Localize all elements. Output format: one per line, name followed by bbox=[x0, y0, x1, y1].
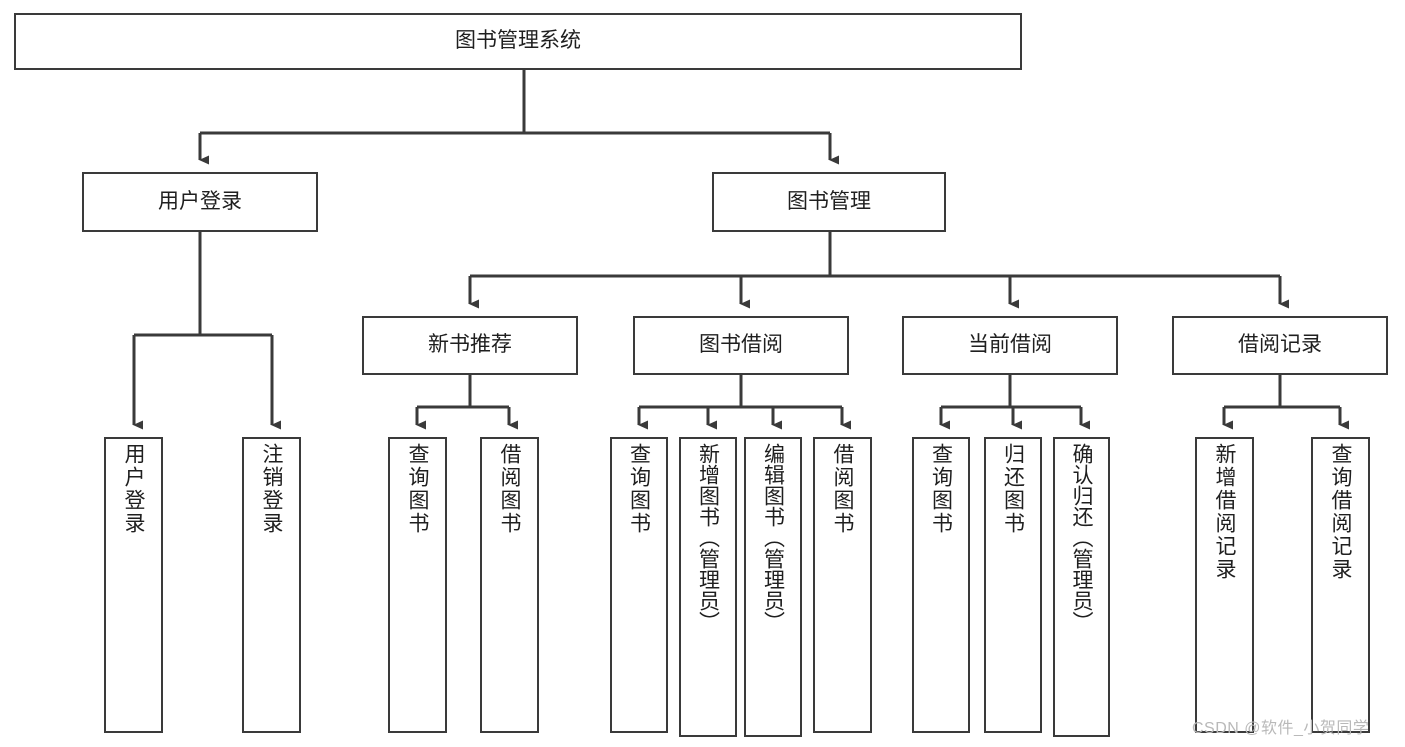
edge-root-to-level2 bbox=[198, 70, 839, 165]
node-label: 编辑图书（管理员） bbox=[761, 443, 785, 632]
node-label: 用户登录 bbox=[158, 189, 242, 213]
edge-newbookrec-to-leaves bbox=[415, 375, 518, 430]
node-label: 借阅图书 bbox=[831, 443, 854, 535]
node-leaf-borrow-book-2[interactable]: 借阅图书 bbox=[813, 437, 872, 733]
node-leaf-return-book[interactable]: 归还图书 bbox=[984, 437, 1042, 733]
edge-bookmanage-to-level3 bbox=[468, 232, 1289, 309]
node-label: 新增图书（管理员） bbox=[696, 443, 720, 632]
node-label: 用户登录 bbox=[122, 443, 145, 535]
node-label: 查询图书 bbox=[627, 443, 651, 535]
node-label: 新增借阅记录 bbox=[1213, 443, 1236, 581]
node-leaf-user-logout[interactable]: 注销登录 bbox=[242, 437, 301, 733]
node-label: 图书借阅 bbox=[699, 333, 783, 357]
node-label: 图书管理系统 bbox=[455, 29, 581, 53]
node-leaf-add-borrow-record[interactable]: 新增借阅记录 bbox=[1195, 437, 1254, 733]
node-leaf-borrow-book-1[interactable]: 借阅图书 bbox=[480, 437, 539, 733]
node-leaf-query-book-3[interactable]: 查询图书 bbox=[912, 437, 970, 733]
node-leaf-add-book-admin[interactable]: 新增图书（管理员） bbox=[679, 437, 737, 737]
node-leaf-query-book-1[interactable]: 查询图书 bbox=[388, 437, 447, 733]
node-leaf-user-login[interactable]: 用户登录 bbox=[104, 437, 163, 733]
node-root-system[interactable]: 图书管理系统 bbox=[14, 13, 1022, 70]
edge-bookborrow-to-leaves bbox=[637, 375, 851, 430]
node-label: 归还图书 bbox=[1001, 443, 1025, 535]
node-label: 图书管理 bbox=[787, 189, 871, 213]
node-label: 当前借阅 bbox=[968, 333, 1052, 357]
node-current-borrow[interactable]: 当前借阅 bbox=[902, 316, 1118, 375]
node-label: 查询图书 bbox=[929, 443, 953, 535]
node-leaf-confirm-return-admin[interactable]: 确认归还（管理员） bbox=[1053, 437, 1110, 737]
node-label: 确认归还（管理员） bbox=[1070, 443, 1093, 632]
node-label: 新书推荐 bbox=[428, 333, 512, 357]
edge-currentborrow-to-leaves bbox=[939, 375, 1090, 430]
node-label: 借阅图书 bbox=[498, 443, 521, 535]
node-book-borrow[interactable]: 图书借阅 bbox=[633, 316, 849, 375]
node-label: 借阅记录 bbox=[1238, 333, 1322, 357]
node-label: 查询图书 bbox=[406, 443, 429, 535]
node-leaf-query-book-2[interactable]: 查询图书 bbox=[610, 437, 668, 733]
node-borrow-record[interactable]: 借阅记录 bbox=[1172, 316, 1388, 375]
node-new-book-rec[interactable]: 新书推荐 bbox=[362, 316, 578, 375]
edge-borrowrecord-to-leaves bbox=[1222, 375, 1349, 430]
edge-userlogin-to-leaves bbox=[132, 232, 281, 430]
node-user-login[interactable]: 用户登录 bbox=[82, 172, 318, 232]
csdn-watermark: CSDN @软件_小贺同学 bbox=[1192, 720, 1370, 737]
node-label: 注销登录 bbox=[260, 443, 283, 535]
node-book-manage[interactable]: 图书管理 bbox=[712, 172, 946, 232]
node-label: 查询借阅记录 bbox=[1329, 443, 1352, 581]
node-leaf-edit-book-admin[interactable]: 编辑图书（管理员） bbox=[744, 437, 802, 737]
node-leaf-query-borrow-record[interactable]: 查询借阅记录 bbox=[1311, 437, 1370, 733]
